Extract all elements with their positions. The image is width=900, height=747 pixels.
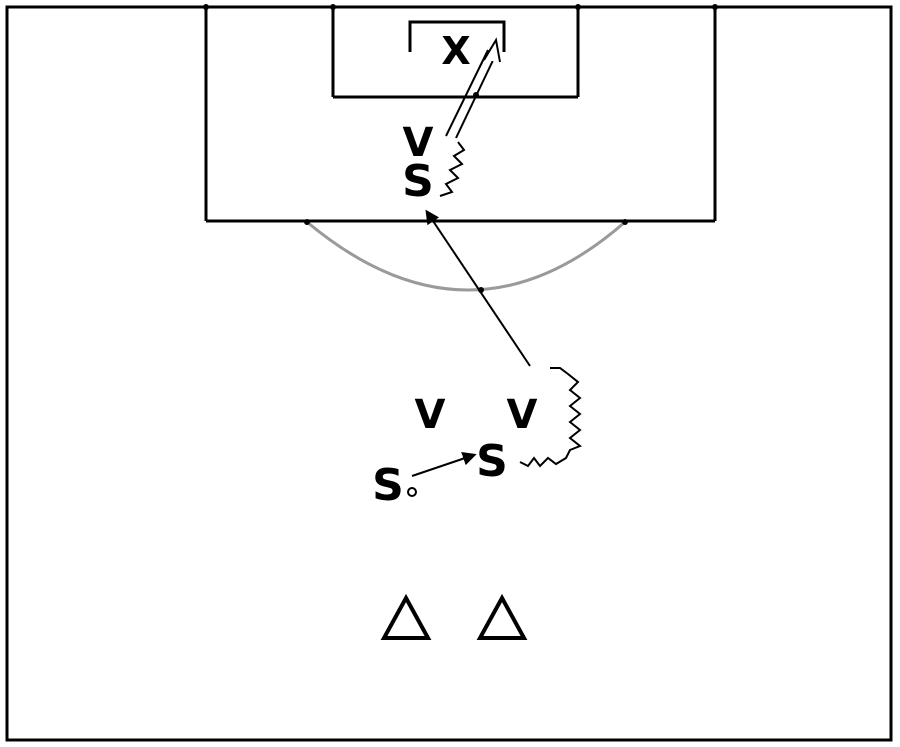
cone-right-icon xyxy=(476,593,528,640)
defender-label-right: V xyxy=(507,392,538,438)
player-label-bottom: S xyxy=(372,460,404,511)
goal-area xyxy=(331,7,580,99)
ball-icon xyxy=(407,487,417,497)
penalty-area xyxy=(204,7,717,223)
cone-left-icon xyxy=(380,593,432,640)
goalkeeper-label: X xyxy=(441,29,470,73)
player-label-middle: S xyxy=(476,436,508,487)
dribble-path-lower xyxy=(519,367,582,468)
dribble-path-upper xyxy=(439,141,466,197)
pitch-boundary xyxy=(5,5,893,742)
defender-label-left: V xyxy=(415,392,446,438)
run-line xyxy=(425,209,531,367)
player-label-top: S xyxy=(402,156,434,207)
defender-label-top: V xyxy=(403,120,434,166)
pass-arrow xyxy=(411,451,477,477)
goal-frame xyxy=(408,20,506,52)
penalty-arc xyxy=(306,220,626,292)
shot-arrow xyxy=(445,37,501,139)
